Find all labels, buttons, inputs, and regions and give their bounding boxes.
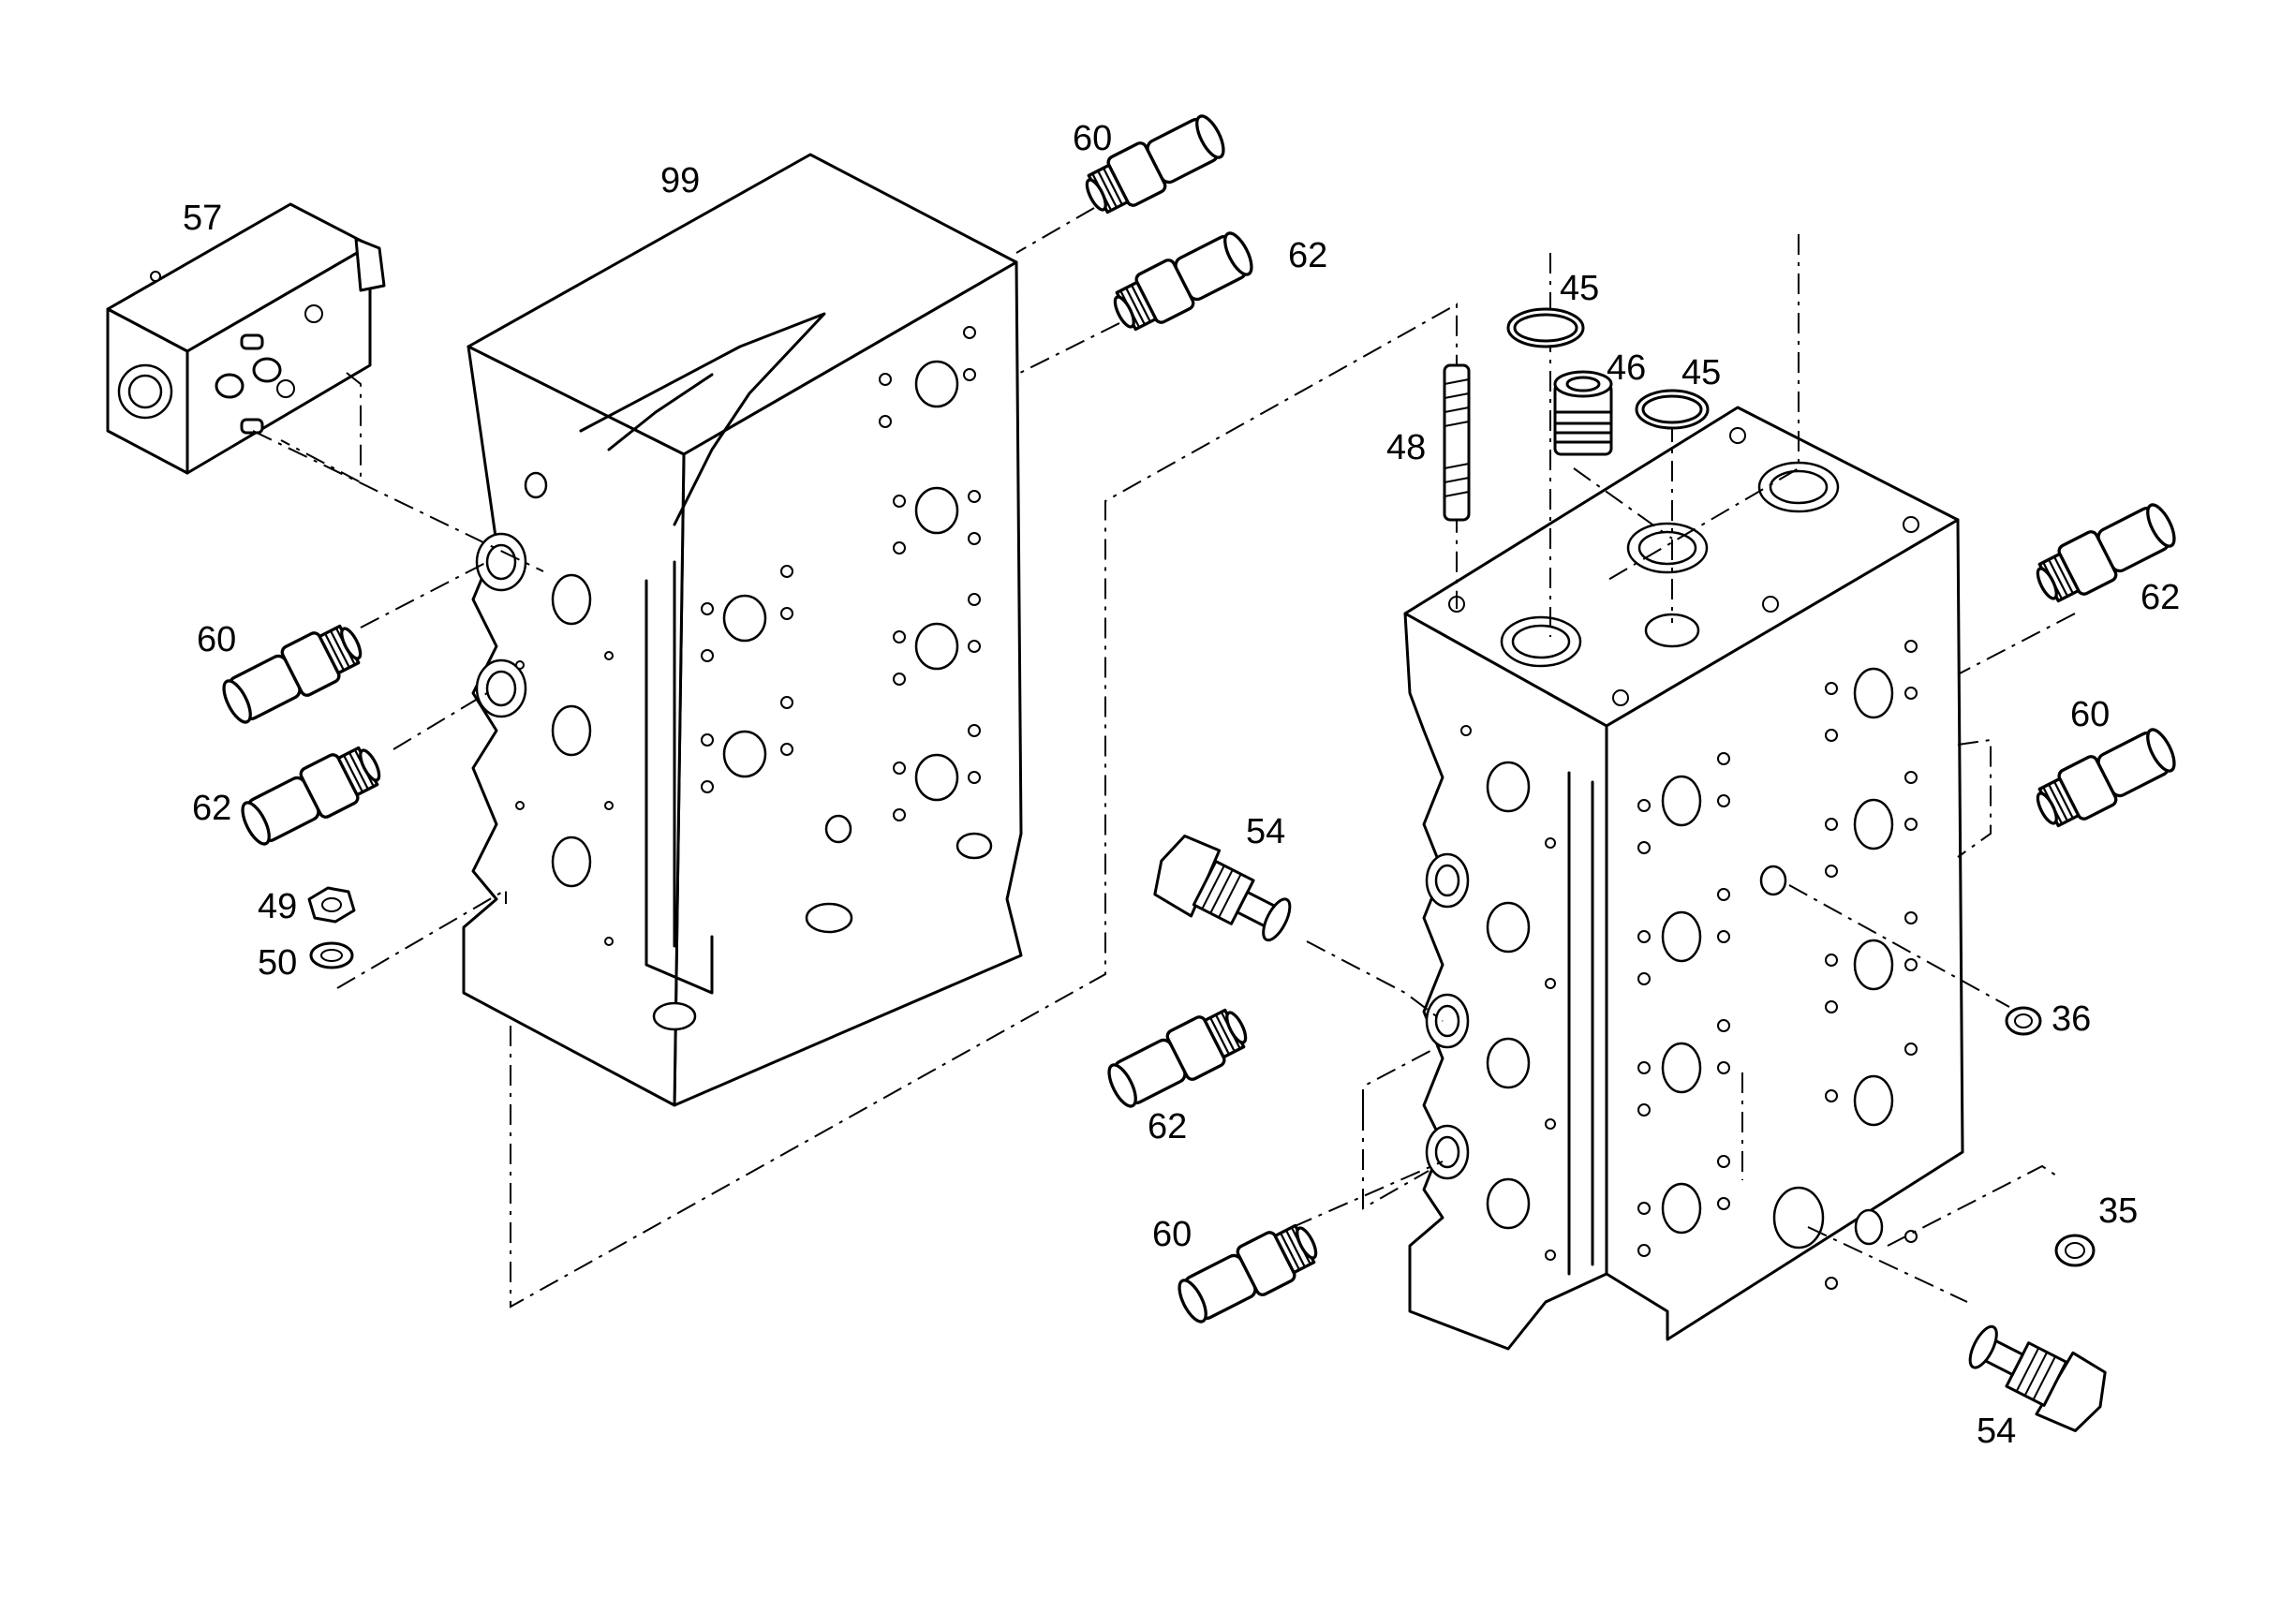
callout-54-bottom: 54 <box>1977 1412 2016 1451</box>
callout-35: 35 <box>2098 1191 2138 1231</box>
o-ring-45-a-inner <box>1513 313 1578 343</box>
callout-45-b: 45 <box>1681 353 1721 392</box>
assembly-guide-lines <box>252 207 2076 1309</box>
plug-35 <box>2054 1234 2096 1267</box>
stud-48 <box>1443 363 1471 522</box>
valve-block-99 <box>462 153 1023 1107</box>
cartridge-62-top <box>1106 226 1258 338</box>
callout-45-a: 45 <box>1560 269 1599 308</box>
cartridge-60-bottom <box>1170 1214 1326 1331</box>
callout-49: 49 <box>258 887 297 926</box>
callout-62-right: 62 <box>2140 578 2180 617</box>
washer-50 <box>309 941 354 969</box>
callout-62-left: 62 <box>192 789 231 828</box>
plug-54-bottom <box>1968 1324 2107 1433</box>
callout-60-left: 60 <box>197 620 236 659</box>
solenoid-block-57 <box>106 202 386 475</box>
nut-49 <box>307 886 356 924</box>
callout-48: 48 <box>1386 428 1426 467</box>
callout-60-bottom: 60 <box>1152 1215 1192 1254</box>
callout-46: 46 <box>1607 348 1646 388</box>
spool-46 <box>1553 370 1613 456</box>
callout-60-top: 60 <box>1073 119 1112 158</box>
plug-54-mid <box>1153 834 1292 942</box>
cartridge-62-mid <box>1100 998 1256 1116</box>
o-ring-45-b-inner <box>1641 394 1703 424</box>
cartridge-60-right <box>2029 722 2181 835</box>
cartridge-60-left <box>215 614 371 732</box>
valve-block-main <box>1403 406 1964 1351</box>
callout-57: 57 <box>183 199 222 238</box>
callout-60-right: 60 <box>2070 695 2110 734</box>
cartridge-62-left <box>233 736 390 853</box>
callout-36: 36 <box>2052 999 2091 1039</box>
callout-50: 50 <box>258 943 297 983</box>
callout-62-top: 62 <box>1288 236 1327 275</box>
plug-36 <box>2005 1006 2042 1036</box>
callout-54-mid: 54 <box>1246 812 1285 851</box>
callout-99: 99 <box>660 161 700 200</box>
callout-62-mid: 62 <box>1148 1107 1187 1146</box>
